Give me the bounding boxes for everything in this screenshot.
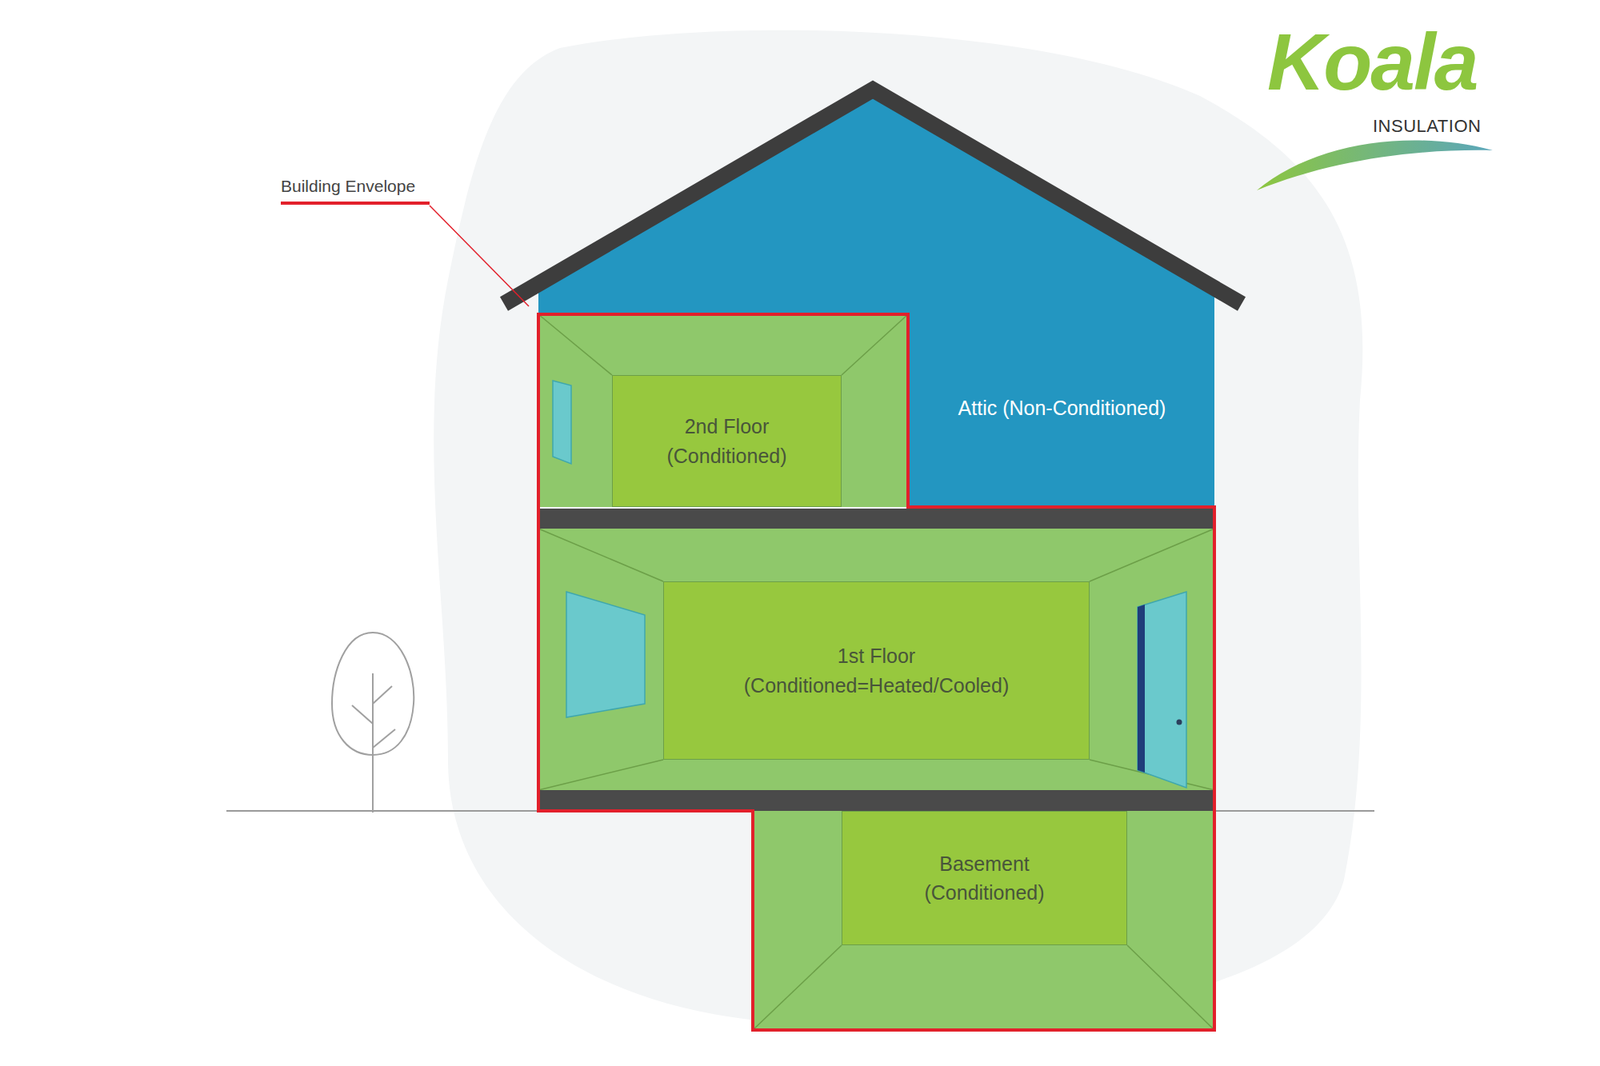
room-back-wall: Basement (Conditioned) (841, 811, 1128, 946)
tree-branch (352, 705, 373, 724)
window (566, 592, 645, 718)
tree-trunk (372, 673, 374, 813)
leader-line (429, 205, 529, 307)
room-walls (752, 811, 1215, 1031)
background-blob (433, 30, 1363, 1026)
room-label: 2nd Floor (Conditioned) (659, 412, 796, 471)
perspective-line (538, 760, 664, 791)
tree-branch (372, 729, 396, 748)
tree-branch (372, 686, 392, 704)
room-label: Basement (Conditioned) (916, 849, 1053, 908)
room-label: 1st Floor (Conditioned=Heated/Cooled) (740, 641, 1013, 700)
attic-region: Attic (Non-Conditioned) (912, 376, 1212, 440)
door-knob (1176, 720, 1183, 726)
perspective-line (1089, 528, 1215, 582)
attic-fill (538, 92, 1215, 508)
floor-slab (538, 508, 1215, 529)
perspective-line (841, 314, 908, 376)
roof (504, 89, 1242, 304)
floor-slab (538, 790, 1215, 812)
perspective-line (538, 528, 664, 582)
logo-wordmark: Koala (1267, 17, 1477, 106)
room-walls (538, 528, 1215, 791)
room-back-wall: 1st Floor (Conditioned=Heated/Cooled) (663, 581, 1090, 760)
door-edge (1137, 604, 1145, 773)
room-label: Attic (Non-Conditioned) (958, 393, 1167, 423)
window (552, 380, 572, 464)
room-walls (538, 314, 908, 508)
callout-label: Building Envelope (280, 176, 416, 196)
perspective-line (752, 945, 842, 1031)
logo-leaf (1256, 140, 1493, 191)
perspective-line (1127, 945, 1215, 1031)
envelope-outline (538, 314, 1215, 1031)
door (1137, 592, 1187, 788)
logo-subtitle: INSULATION (1372, 116, 1481, 137)
perspective-line (538, 314, 612, 376)
label-underline (280, 201, 430, 205)
room-back-wall: 2nd Floor (Conditioned) (612, 375, 842, 508)
